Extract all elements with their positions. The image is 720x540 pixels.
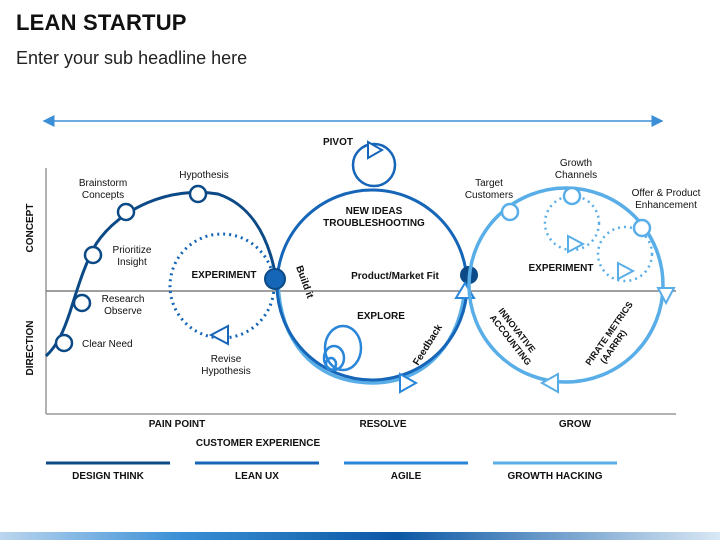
label-experiment-right: EXPERIMENT [528, 263, 593, 274]
label-research: Research [102, 294, 145, 305]
experiment-loop-left [168, 232, 276, 340]
label-insight: Insight [117, 257, 147, 268]
legend-label-growth-hacking: GROWTH HACKING [508, 471, 603, 482]
label-build-it: Build it [293, 264, 315, 300]
pivot-loop [351, 142, 397, 188]
label-observe: Observe [104, 306, 142, 317]
design-think-curve [44, 190, 278, 358]
axis-label-direction: DIRECTION [25, 321, 36, 376]
stage-marker-growth [562, 186, 582, 206]
axis-label-resolve: RESOLVE [359, 419, 406, 430]
label-target: Target [475, 178, 503, 189]
legend: DESIGN THINK LEAN UX AGILE GROWTH HACKIN… [46, 461, 617, 482]
label-troubleshooting: TROUBLESHOOTING [323, 218, 425, 229]
stage-marker-research [72, 293, 92, 313]
metrics-arrow-icon [656, 287, 676, 306]
label-new-ideas: NEW IDEAS [346, 206, 403, 217]
label-pirate-metrics: PIRATE METRICS (AARRR) [583, 298, 645, 374]
revise-arrow-icon [208, 324, 229, 346]
label-brainstorm: Brainstorm [79, 178, 127, 189]
stage-marker-target [500, 202, 520, 222]
stage-marker-clear-need [54, 333, 74, 353]
label-experiment-left: EXPERIMENT [191, 270, 256, 281]
label-growth: Growth [560, 158, 592, 169]
label-offer: Offer & Product [632, 188, 701, 199]
stage-marker-brainstorm [116, 202, 136, 222]
label-customers: Customers [465, 190, 513, 201]
axis-label-customer-experience: CUSTOMER EXPERIENCE [196, 438, 321, 449]
page-title: LEAN STARTUP [16, 10, 187, 35]
label-channels: Channels [555, 170, 597, 181]
label-hypothesis: Hypothesis [179, 170, 228, 181]
explore-bubble-large [323, 324, 363, 372]
label-revise: Revise [211, 354, 242, 365]
stage-marker-hypothesis [188, 184, 208, 204]
legend-label-design-think: DESIGN THINK [72, 471, 144, 482]
connector-node-left [264, 268, 286, 290]
accounting-arrow-icon [539, 372, 559, 394]
footer-strip [0, 532, 720, 540]
axis-label-concept: CONCEPT [25, 204, 36, 253]
enhancement-arrow-icon [617, 261, 636, 281]
channels-arrow-icon [567, 234, 586, 254]
label-clear-need: Clear Need [82, 339, 133, 350]
stage-marker-prioritize [83, 245, 103, 265]
growth-hacking-loop [467, 186, 665, 384]
pivot-arrow-icon [367, 140, 385, 160]
label-revise-hypothesis: Hypothesis [201, 366, 250, 377]
stage-marker-offer [632, 218, 652, 238]
label-enhancement: Enhancement [635, 200, 697, 211]
axis-label-grow: GROW [559, 419, 592, 430]
label-concepts: Concepts [82, 190, 124, 201]
legend-label-lean-ux: LEAN UX [235, 471, 279, 482]
legend-label-agile: AGILE [391, 471, 422, 482]
label-pivot: PIVOT [323, 137, 353, 148]
label-product-market-fit: Product/Market Fit [351, 271, 439, 282]
label-explore: EXPLORE [357, 311, 405, 322]
axis-label-pain-point: PAIN POINT [149, 419, 205, 430]
explore-bubble-small [324, 356, 338, 372]
label-prioritize: Prioritize [113, 245, 152, 256]
label-innovative-accounting: INNOVATIVE ACCOUNTING [488, 306, 542, 367]
enhancement-loop [596, 225, 654, 283]
page-subtitle: Enter your sub headline here [16, 48, 248, 68]
feedback-arrow-icon [399, 372, 419, 394]
